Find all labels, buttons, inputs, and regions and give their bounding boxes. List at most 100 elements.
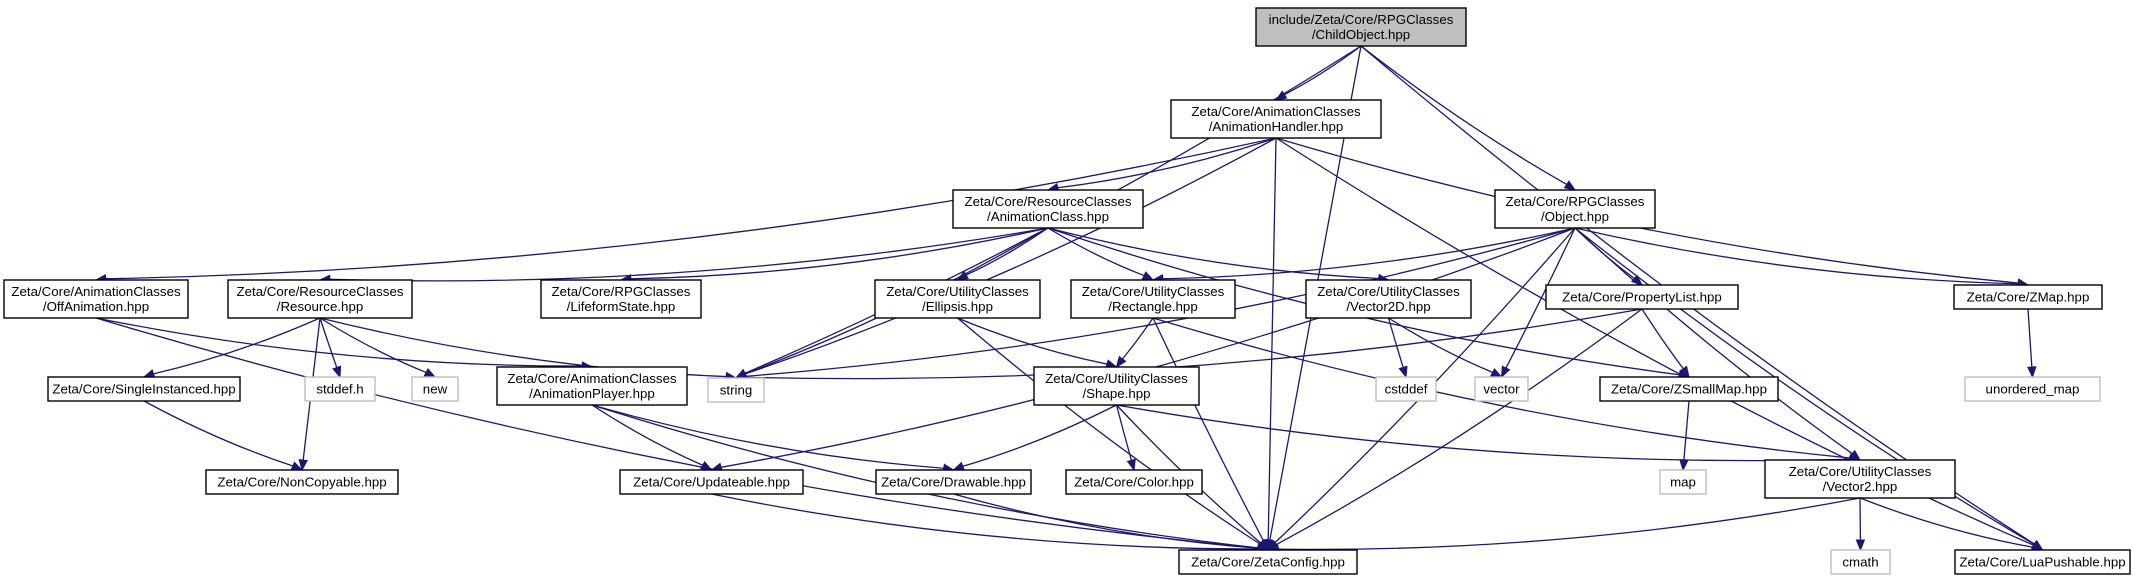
node-label: Zeta/Core/RPGClasses (1506, 194, 1645, 209)
node-label: /Rectangle.hpp (1108, 299, 1197, 314)
node-box (496, 366, 688, 406)
edge-arrowhead (298, 459, 308, 472)
node-vector2[interactable]: Zeta/Core/UtilityClasses/Vector2.hpp (1764, 459, 1956, 499)
node-vector2d[interactable]: Zeta/Core/UtilityClasses/Vector2D.hpp (1305, 279, 1472, 319)
edge-object-to-string (745, 227, 1576, 377)
edge-vector2d-to-vector (1388, 317, 1493, 373)
edge-root-to-animhandler (1284, 45, 1362, 96)
node-box (1764, 459, 1956, 499)
node-box (540, 279, 702, 319)
node-label: /ChildObject.hpp (1312, 27, 1410, 42)
node-resource[interactable]: Zeta/Core/ResourceClasses/Resource.hpp (227, 279, 413, 319)
edge-arrowhead (2027, 366, 2037, 379)
edge-vector2-to-zetaconfig (1277, 497, 1861, 551)
edge-arrowhead (1398, 365, 1408, 379)
edge-shape-to-color (1115, 404, 1133, 461)
node-new[interactable]: new (411, 376, 459, 402)
edge-animhandler-to-zmap (1275, 137, 2019, 284)
node-label: Zeta/Core/UtilityClasses (1789, 464, 1932, 479)
edge-arrowhead (1563, 180, 1577, 191)
edge-object-to-zmap (1574, 227, 2019, 285)
node-box (1033, 366, 1200, 406)
node-box (875, 469, 1032, 495)
node-animhandler[interactable]: Zeta/Core/AnimationClasses/AnimationHand… (1170, 99, 1382, 139)
edge-updateable-to-zetaconfig (711, 493, 1259, 550)
node-vector[interactable]: vector (1474, 376, 1529, 402)
node-offanim[interactable]: Zeta/Core/AnimationClasses/OffAnimation.… (3, 279, 189, 319)
node-color[interactable]: Zeta/Core/Color.hpp (1065, 469, 1203, 495)
edge-proplist-to-string (745, 308, 1643, 380)
edge-root-to-object (1360, 45, 1568, 185)
edge-shape-to-drawable (962, 404, 1117, 467)
node-cmath[interactable]: cmath (1830, 549, 1891, 575)
edge-animhandler-to-animclass (1057, 137, 1277, 189)
node-zsmallmap[interactable]: Zeta/Core/ZSmallMap.hpp (1599, 376, 1779, 402)
node-label: Zeta/Core/ResourceClasses (964, 194, 1131, 209)
node-label: /AnimationHandler.hpp (1209, 119, 1344, 134)
node-label: vector (1483, 382, 1520, 397)
node-label: Zeta/Core/Updateable.hpp (633, 475, 790, 490)
node-box (1964, 376, 2101, 402)
node-box (3, 279, 189, 319)
edge-object-to-rectangle (1162, 227, 1576, 280)
node-label: /AnimationPlayer.hpp (529, 386, 655, 401)
node-label: /Ellipsis.hpp (922, 299, 993, 314)
node-box (874, 279, 1041, 319)
edge-ellipsis-to-zetaconfig (957, 317, 1261, 545)
node-box (1599, 376, 1779, 402)
edge-shape-to-vector2 (1116, 404, 1851, 462)
node-label: Zeta/Core/UtilityClasses (1317, 284, 1460, 299)
node-box (1545, 284, 1739, 310)
node-string[interactable]: string (707, 377, 765, 403)
edge-arrowhead (952, 461, 966, 471)
node-box (1170, 99, 1382, 139)
node-zmap[interactable]: Zeta/Core/ZMap.hpp (1953, 284, 2103, 310)
node-label: string (720, 383, 753, 398)
node-root[interactable]: include/Zeta/Core/RPGClasses/ChildObject… (1255, 7, 1467, 47)
node-cstddef[interactable]: cstddef (1375, 376, 1437, 402)
node-rectangle[interactable]: Zeta/Core/UtilityClasses/Rectangle.hpp (1070, 279, 1236, 319)
node-label: Zeta/Core/UtilityClasses (1082, 284, 1225, 299)
node-label: cmath (1842, 555, 1878, 570)
node-label: Zeta/Core/ZetaConfig.hpp (1191, 555, 1345, 570)
node-label: Zeta/Core/PropertyList.hpp (1562, 290, 1722, 305)
node-zetaconfig[interactable]: Zeta/Core/ZetaConfig.hpp (1178, 549, 1358, 575)
edge-rectangle-to-vector2 (1152, 317, 1851, 459)
node-label: Zeta/Core/Drawable.hpp (881, 475, 1026, 490)
edge-arrowhead (700, 460, 713, 471)
edge-drawable-to-zetaconfig (953, 493, 1259, 549)
node-label: /LifeformState.hpp (567, 299, 676, 314)
node-shape[interactable]: Zeta/Core/UtilityClasses/Shape.hpp (1033, 366, 1200, 406)
edge-animclass-to-resource (329, 227, 1049, 282)
edge-arrowhead (423, 367, 437, 378)
node-luapush[interactable]: Zeta/Core/LuaPushable.hpp (1954, 549, 2131, 575)
node-box (1953, 284, 2103, 310)
node-updateable[interactable]: Zeta/Core/Updateable.hpp (619, 469, 804, 495)
edge-zmap-to-unordered (2027, 308, 2033, 368)
node-map[interactable]: map (1659, 469, 1707, 495)
node-lifeform[interactable]: Zeta/Core/RPGClasses/LifeformState.hpp (540, 279, 702, 319)
node-label: Zeta/Core/SingleInstanced.hpp (52, 382, 235, 397)
node-animplayer[interactable]: Zeta/Core/AnimationClasses/AnimationPlay… (496, 366, 688, 406)
node-singleinst[interactable]: Zeta/Core/SingleInstanced.hpp (47, 376, 241, 402)
node-box (1494, 189, 1656, 229)
node-ellipsis[interactable]: Zeta/Core/UtilityClasses/Ellipsis.hpp (874, 279, 1041, 319)
node-animclass[interactable]: Zeta/Core/ResourceClasses/AnimationClass… (952, 189, 1144, 229)
node-drawable[interactable]: Zeta/Core/Drawable.hpp (875, 469, 1032, 495)
node-box (47, 376, 241, 402)
node-noncopy[interactable]: Zeta/Core/NonCopyable.hpp (205, 469, 399, 495)
node-label: Zeta/Core/AnimationClasses (11, 284, 181, 299)
node-stddef[interactable]: stddef.h (304, 376, 376, 402)
node-label: include/Zeta/Core/RPGClasses (1269, 12, 1454, 27)
edge-arrowhead (1855, 539, 1866, 552)
edge-offanim-to-zetaconfig (95, 317, 1259, 549)
node-object[interactable]: Zeta/Core/RPGClasses/Object.hpp (1494, 189, 1656, 229)
node-label: Zeta/Core/ZSmallMap.hpp (1611, 382, 1767, 397)
edge-zsmallmap-to-map (1683, 400, 1690, 461)
edge-object-to-vector (1505, 227, 1576, 369)
node-label: /Shape.hpp (1082, 386, 1150, 401)
node-label: Zeta/Core/UtilityClasses (1045, 371, 1188, 386)
node-box (205, 469, 399, 495)
node-unordered[interactable]: unordered_map (1964, 376, 2101, 402)
node-proplist[interactable]: Zeta/Core/PropertyList.hpp (1545, 284, 1739, 310)
